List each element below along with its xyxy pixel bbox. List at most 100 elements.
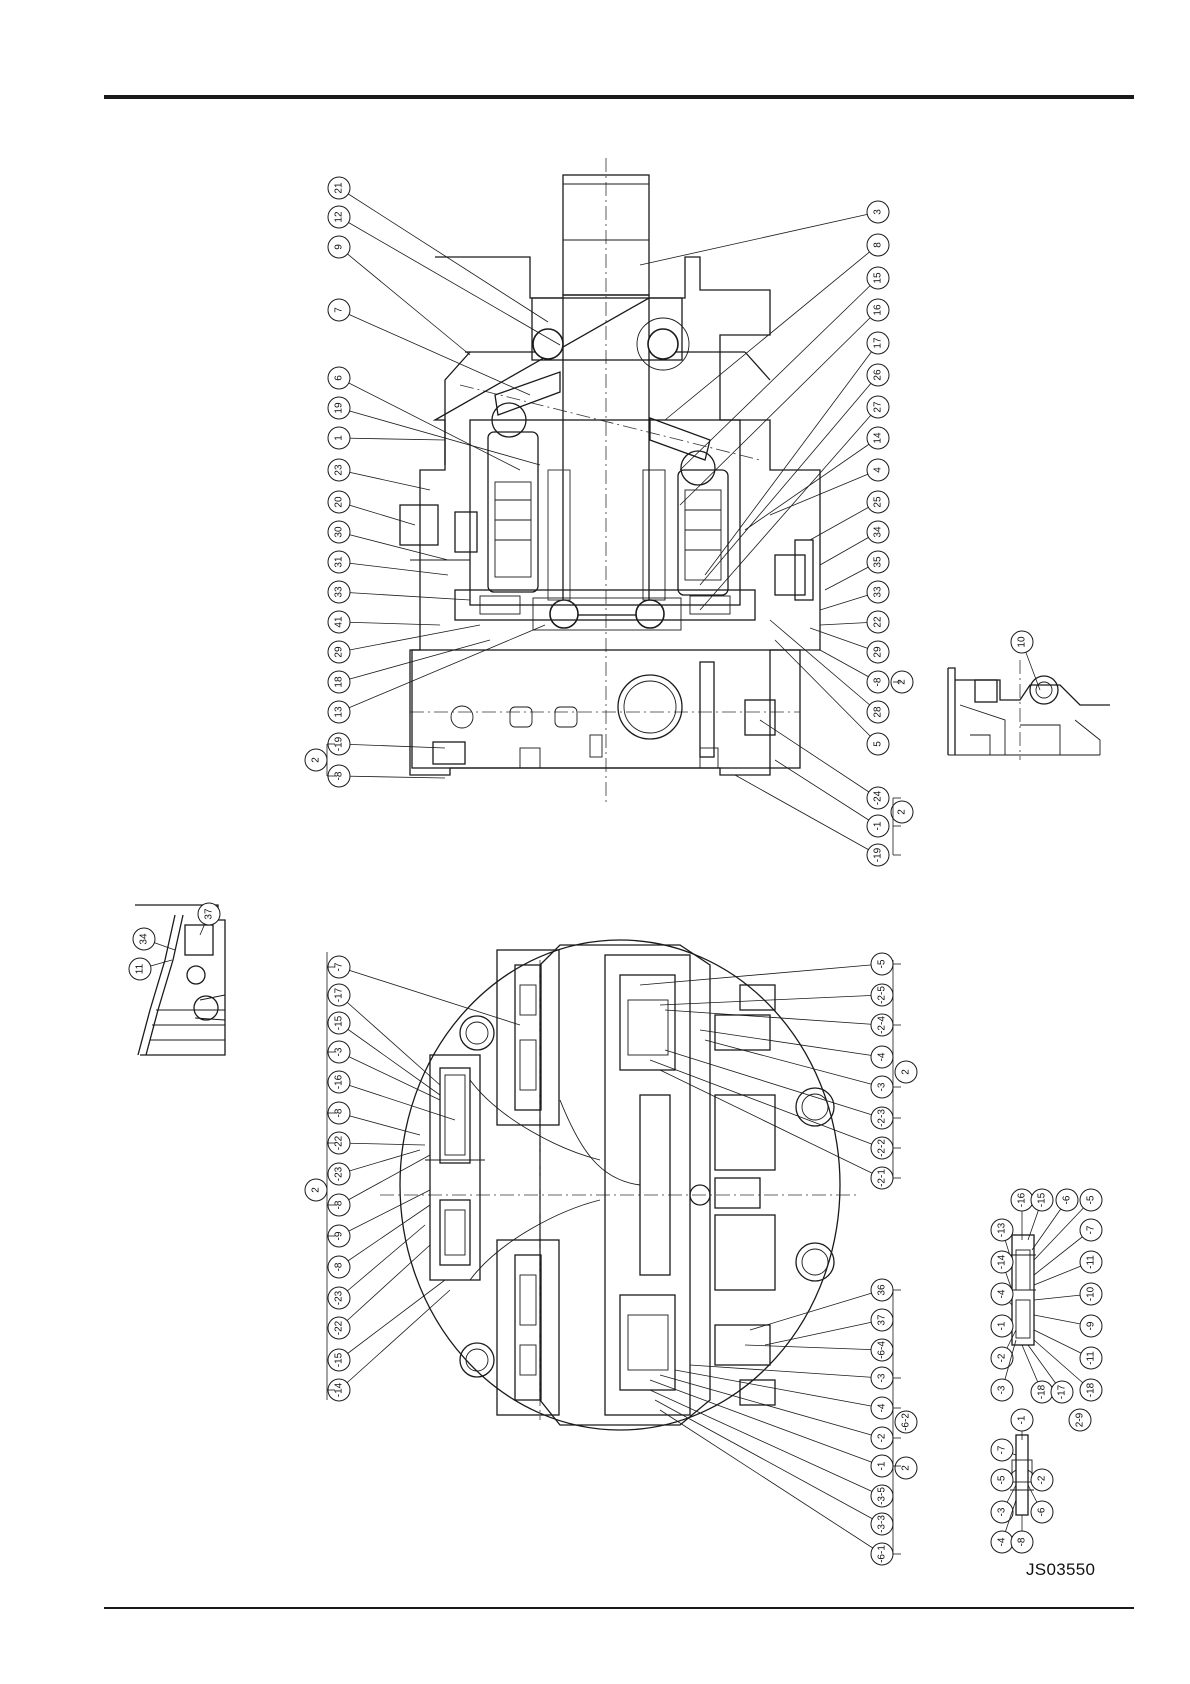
callout-detail-right-a-15: -18: [1021, 1344, 1054, 1404]
callout-label: 16: [873, 304, 884, 316]
callout-label: -1: [997, 1321, 1008, 1330]
leader-line: [338, 1149, 421, 1175]
callout-label: 17: [873, 337, 884, 349]
leader-line: [338, 1244, 431, 1329]
callout-label: -3: [877, 1082, 888, 1091]
callout-label: -15: [1037, 1192, 1048, 1207]
callout-top-right-16: 2: [890, 670, 914, 694]
callout-detail-right-a-17: -18: [1033, 1339, 1103, 1402]
leader-line: [338, 1279, 446, 1361]
callout-label: -13: [997, 1222, 1008, 1237]
callout-bottom-right-1: -2-5: [659, 983, 894, 1007]
callout-top-right-17: 28: [769, 619, 890, 724]
callout-label: 3: [873, 209, 884, 215]
callout-label: -15: [334, 1015, 345, 1030]
leader-line: [338, 1204, 431, 1268]
callout-top-left-10: 31: [327, 550, 449, 576]
callout-detail-right-a-5: -7: [1033, 1218, 1103, 1276]
leader-line: [649, 1389, 883, 1497]
callout-label: 2: [901, 1069, 912, 1075]
callout-detail-right-a-1: -15: [1027, 1188, 1054, 1241]
callout-bottom-right-8: -2-1: [659, 1069, 894, 1190]
callout-label: -7: [997, 1445, 1008, 1454]
leader-line: [659, 1069, 883, 1179]
leader-line: [338, 624, 481, 653]
leader-line: [338, 624, 546, 713]
callout-label: 13: [334, 706, 345, 718]
callout-label: -6: [1037, 1507, 1048, 1516]
callout-top-right-20: -1: [774, 759, 890, 838]
callout-top-right-4: 17: [704, 331, 890, 576]
callout-top-right-5: 26: [699, 363, 890, 586]
callout-label: 7: [334, 307, 345, 313]
callout-label: -14: [334, 1382, 345, 1397]
callout-bottom-left-6: -22: [327, 1131, 426, 1155]
leader-line: [809, 627, 879, 653]
callout-bottom-right-6: -2-3: [664, 1049, 894, 1130]
callout-bottom-right-3: -4: [699, 1029, 894, 1069]
leader-line: [759, 719, 879, 799]
callout-label: 23: [334, 464, 345, 476]
callout-top-left-14: 18: [327, 639, 491, 694]
callout-label: -2-3: [877, 1109, 888, 1127]
detail-view-left: [135, 904, 226, 1056]
callout-label: -17: [334, 987, 345, 1002]
callout-label: -16: [1017, 1192, 1028, 1207]
leader-line: [338, 309, 531, 396]
leader-line: [659, 1374, 883, 1439]
callout-detail-right-a-3: -5: [1033, 1188, 1103, 1261]
callout-top-right-1: 8: [664, 233, 890, 421]
callout-bottom-left-14: -15: [327, 1279, 446, 1372]
callout-detail-right-b-3: -5: [990, 1468, 1017, 1492]
callout-top-right-0: 3: [639, 200, 890, 266]
callout-bottom-left-11: -8: [327, 1204, 431, 1279]
callout-detail-right-a-11: -9: [1033, 1314, 1103, 1338]
callout-label: 2-9: [1075, 1412, 1086, 1427]
callout-label: -2-5: [877, 986, 888, 1004]
leader-line: [664, 1049, 883, 1119]
callout-bottom-right-20: -6-1: [659, 1409, 894, 1566]
callout-label: -9: [334, 1231, 345, 1240]
callout-detail-right-a-14: -3: [990, 1339, 1017, 1402]
callout-bottom-right-2: -2-4: [664, 1009, 894, 1037]
callout-label: -6-1: [877, 1545, 888, 1563]
leader-line: [338, 1081, 456, 1121]
callout-detail-right-a-2: -6: [1031, 1188, 1079, 1251]
callout-detail-top-0: 10: [1010, 630, 1041, 691]
callout-label: -8: [334, 1200, 345, 1209]
leader-line: [769, 619, 879, 713]
callout-label: 5: [873, 741, 884, 747]
callout-layer: 2112976191232030313341291813-19-82381516…: [128, 176, 1103, 1566]
callout-label: -7: [334, 962, 345, 971]
callout-label: 8: [873, 242, 884, 248]
callout-detail-right-a-10: -1: [990, 1314, 1014, 1338]
callout-top-left-3: 7: [327, 298, 531, 396]
callout-label: 31: [334, 556, 345, 568]
leader-line: [338, 561, 449, 576]
leader-line: [338, 501, 416, 526]
callout-detail-right-a-13: -11: [1033, 1329, 1103, 1370]
leader-line: [664, 1009, 883, 1026]
leader-line: [769, 469, 879, 516]
callout-bottom-left-5: -8: [327, 1101, 421, 1136]
callout-bottom-left-8: -8: [327, 1154, 431, 1217]
leader-line: [338, 639, 491, 683]
callout-label: -3-5: [877, 1487, 888, 1505]
callout-top-left-1: 12: [327, 205, 561, 346]
callout-top-left-13: 29: [327, 624, 481, 664]
leader-line: [338, 377, 521, 471]
callout-label: 21: [334, 182, 345, 194]
callout-label: 41: [334, 616, 345, 628]
callout-top-right-14: 29: [809, 627, 890, 664]
callout-label: -2: [997, 1353, 1008, 1362]
leader-line: [338, 531, 449, 561]
leader-line: [744, 1344, 883, 1351]
callout-label: 33: [334, 586, 345, 598]
callout-label: -23: [334, 1166, 345, 1181]
callout-top-right-13: 22: [819, 610, 890, 634]
callout-label: 9: [334, 244, 345, 250]
callout-label: -2-1: [877, 1169, 888, 1187]
leader-line: [338, 591, 471, 601]
leader-line: [704, 1039, 883, 1088]
callout-top-right-19: -24: [759, 719, 890, 810]
